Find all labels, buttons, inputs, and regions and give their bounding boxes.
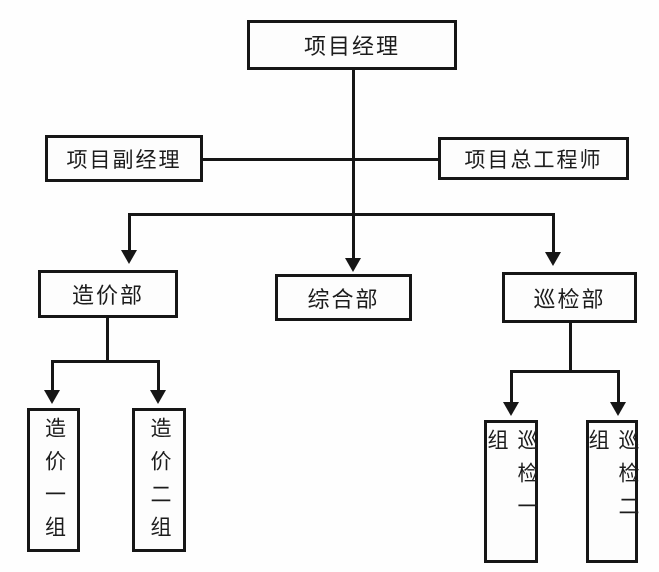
arrow-down-icon — [545, 252, 561, 266]
connector-to-cost-dept — [128, 213, 131, 250]
arrow-down-icon — [44, 390, 60, 404]
node-label: 造价部 — [71, 283, 144, 308]
connector-to-inspection-group-1 — [510, 370, 513, 402]
node-inspection-dept: 巡检部 — [502, 272, 637, 323]
node-label: 巡检一组 — [485, 429, 538, 528]
node-chief-engineer: 项目总工程师 — [438, 137, 629, 180]
node-label: 项目总工程师 — [464, 148, 603, 172]
node-label: 综合部 — [307, 286, 380, 312]
connector-to-cost-group-2 — [157, 360, 160, 390]
node-cost-group-1: 造价一组 — [27, 408, 80, 552]
connector-cost-dept-stem — [106, 318, 109, 363]
node-general-dept: 综合部 — [275, 274, 412, 321]
arrow-down-icon — [610, 402, 626, 416]
connector-inspection-dept-stem — [569, 323, 572, 373]
node-label: 项目经理 — [303, 34, 400, 59]
node-label: 巡检部 — [533, 286, 606, 312]
node-label: 项目副经理 — [66, 148, 182, 172]
node-label: 巡检二组 — [586, 429, 639, 528]
connector-to-inspection-group-2 — [617, 370, 620, 402]
node-inspection-group-2: 巡检二组 — [586, 420, 639, 563]
node-deputy-manager: 项目副经理 — [45, 135, 203, 182]
connector-to-inspection-dept — [552, 213, 555, 252]
connector-to-cost-group-1 — [51, 360, 54, 390]
arrow-down-icon — [150, 390, 166, 404]
connector-trunk-vertical — [352, 70, 355, 258]
node-project-manager: 项目经理 — [247, 20, 457, 70]
connector-inspection-groups-horizontal — [510, 370, 620, 373]
connector-level2-horizontal — [203, 158, 438, 161]
arrow-down-icon — [121, 250, 137, 264]
arrow-down-icon — [503, 402, 519, 416]
node-cost-dept: 造价部 — [38, 270, 178, 318]
node-label: 造价二组 — [148, 417, 171, 549]
node-cost-group-2: 造价二组 — [132, 408, 186, 552]
node-inspection-group-1: 巡检一组 — [484, 420, 538, 563]
connector-level3-horizontal — [128, 213, 555, 216]
arrow-down-icon — [345, 258, 361, 272]
node-label: 造价一组 — [42, 417, 66, 549]
connector-cost-groups-horizontal — [51, 360, 160, 363]
